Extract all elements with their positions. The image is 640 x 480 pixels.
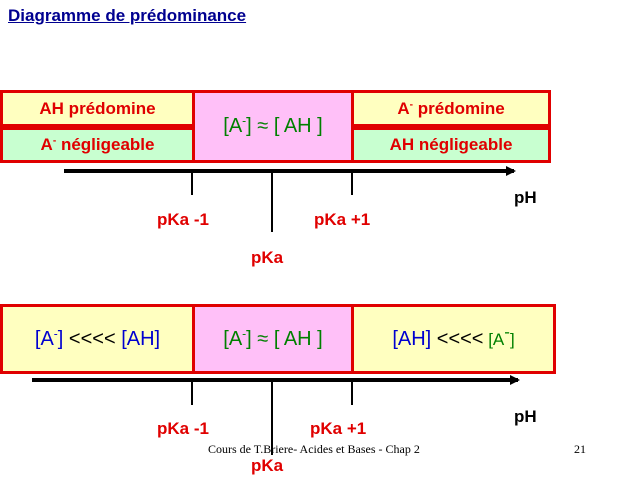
d1-pka-plus-label: pKa +1 (314, 210, 371, 229)
d1-ah-negligeable-label: AH négligeable (389, 135, 513, 154)
page-number: 21 (574, 442, 586, 456)
d1-a-negligeable-label: A- négligeable (40, 135, 155, 154)
d1-pka-minus-label: pKa -1 (157, 210, 209, 229)
d2-equal-box: [A-] ≈ [ AH ] (192, 304, 354, 374)
d2-equal-label: [A-] ≈ [ AH ] (223, 325, 323, 350)
d2-left-label: [A-] <<<< [AH] (34, 325, 161, 350)
footer-text: Cours de T.Briere- Acides et Bases - Cha… (208, 442, 420, 456)
d2-left-box: [A-] <<<< [AH] (0, 304, 195, 374)
d2-pka-label: pKa (251, 456, 284, 475)
d1-ph-label: pH (514, 188, 537, 207)
d2-pka-minus-label: pKa -1 (157, 419, 209, 438)
d1-ah-negligeable-box: AH négligeable (351, 127, 551, 163)
d2-right-label: [AH] <<<< [A-] (392, 321, 515, 350)
d1-a-predomine-label: A- prédomine (397, 98, 505, 118)
d2-pka-plus-label: pKa +1 (310, 419, 367, 438)
d1-pka-label: pKa (251, 248, 284, 267)
d1-equal-label: [A-] ≈ [ AH ] (223, 113, 323, 137)
page-title: Diagramme de prédominance (8, 6, 247, 25)
d2-right-box: [AH] <<<< [A-] (351, 304, 556, 374)
d2-ph-label: pH (514, 407, 537, 426)
d1-a-predomine-box: A- prédomine (351, 90, 551, 127)
d1-equal-box: [A-] ≈ [ AH ] (192, 90, 354, 163)
d1-ah-predomine-label: AH prédomine (39, 98, 156, 118)
